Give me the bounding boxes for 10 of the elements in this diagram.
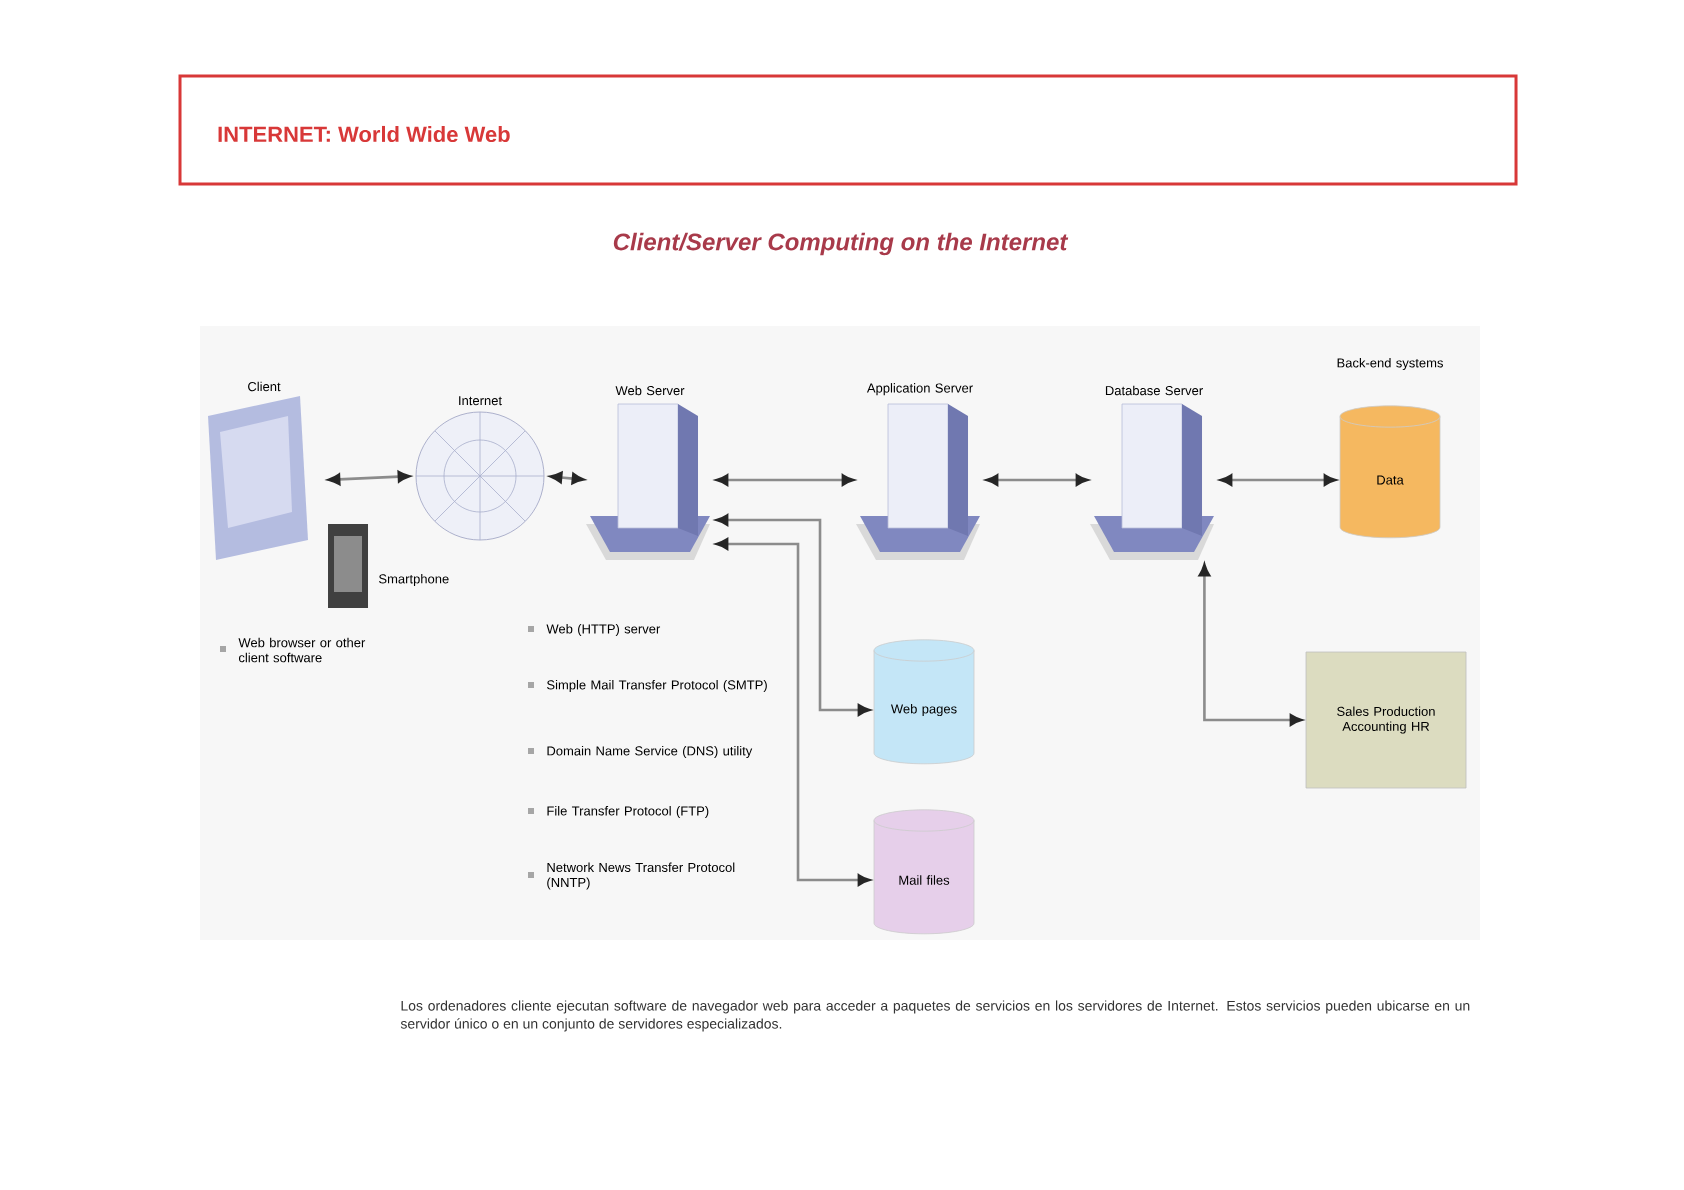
subtitle: Client/Server Computing on the Internet <box>613 232 1069 256</box>
arrow <box>715 538 871 886</box>
arrow <box>715 474 855 486</box>
arrow <box>327 470 411 486</box>
arrow <box>1219 474 1337 486</box>
arrow <box>985 474 1089 486</box>
arrow <box>1198 563 1303 726</box>
title-box: INTERNET: World Wide Web <box>178 74 1518 186</box>
arrow <box>715 514 871 716</box>
arrow <box>549 471 585 485</box>
